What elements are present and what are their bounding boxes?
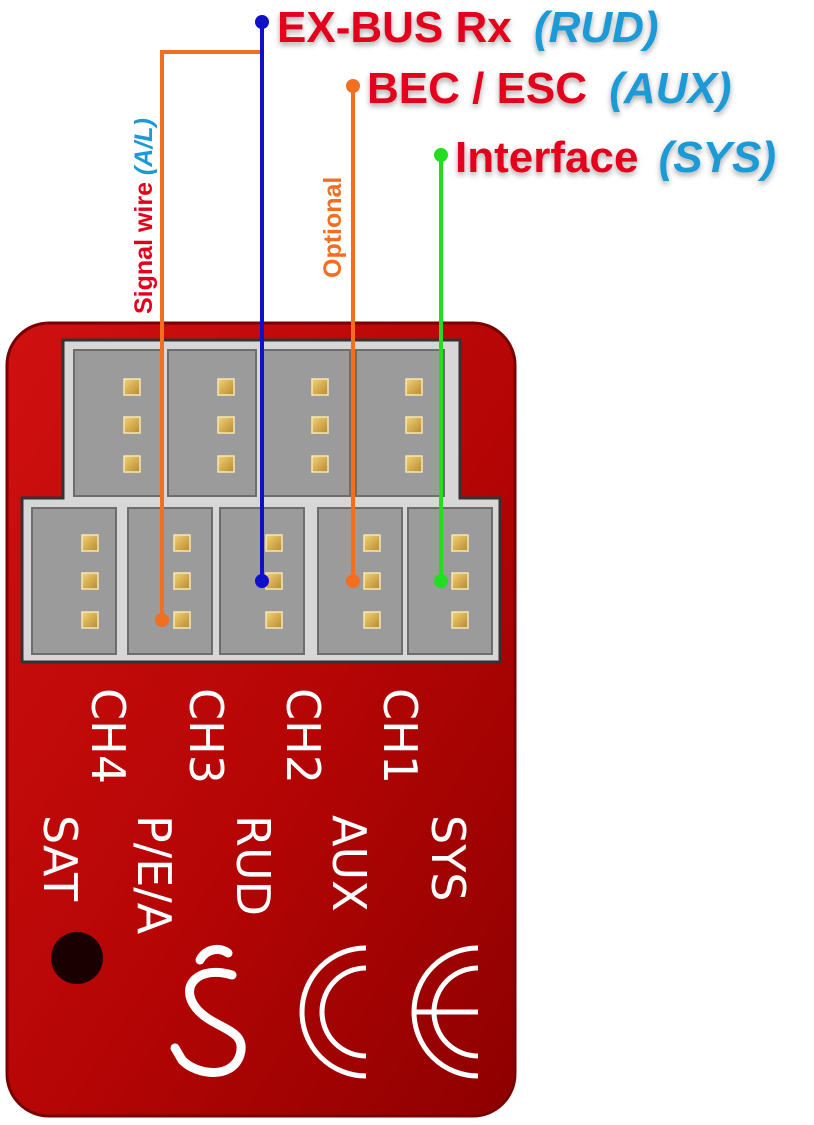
connector-pin [363, 572, 381, 590]
connector-pin [451, 572, 469, 590]
connector-pin [173, 611, 191, 629]
exbus-wire-end-dot [255, 574, 269, 588]
connector-pin [173, 572, 191, 590]
optional-label: Optional [319, 177, 347, 278]
connector-pin [265, 534, 283, 552]
connector-pin [405, 455, 423, 473]
callout-exbus-label: EX-BUS Rx [277, 3, 512, 52]
callout-interface-port: (SYS) [659, 133, 776, 182]
callout-bec-port: (AUX) [609, 64, 731, 113]
interface-wire-top-dot [434, 148, 448, 162]
ce-mark-icon [299, 945, 479, 1079]
connector-pin [217, 455, 235, 473]
signal-wire-label-prefix: Signal wire [130, 175, 158, 314]
port-label-rud: RUD [226, 815, 280, 916]
callout-interface-label: Interface [455, 133, 638, 182]
connector-pin [451, 611, 469, 629]
connector-pin [451, 534, 469, 552]
port-label-aux: AUX [322, 815, 376, 912]
channel-labels: CH4 CH3 CH2 CH1 [81, 688, 427, 784]
bec-wire-end-dot [346, 574, 360, 588]
bottom-connector-2 [127, 507, 213, 655]
connector-pin [123, 455, 141, 473]
top-connector-4 [355, 349, 445, 497]
connector-pin [311, 416, 329, 434]
connector-pin [81, 611, 99, 629]
signal-wire-label: Signal wire (A/L) [130, 118, 158, 314]
channel-label-ch4: CH4 [81, 688, 135, 784]
callout-exbus-port: (RUD) [534, 3, 659, 52]
callouts: EX-BUS Rx (RUD) BEC / ESC (AUX) Interfac… [277, 3, 776, 182]
connector-pin [311, 378, 329, 396]
connector-pin [405, 378, 423, 396]
callout-bec: BEC / ESC (AUX) [367, 64, 731, 113]
connector-pin [173, 534, 191, 552]
port-labels: SAT P/E/A RUD AUX SYS [33, 815, 475, 935]
mounting-hole-icon [51, 932, 103, 984]
callout-exbus: EX-BUS Rx (RUD) [277, 3, 659, 52]
connector-pin [265, 611, 283, 629]
connector-pin [123, 416, 141, 434]
signal-wire-label-port: (A/L) [130, 118, 158, 175]
connector-pin [311, 455, 329, 473]
channel-label-ch2: CH2 [276, 688, 330, 784]
bottom-connector-5 [407, 507, 493, 655]
connector-pin [405, 416, 423, 434]
connector-pin [363, 611, 381, 629]
connector-pin [217, 378, 235, 396]
channel-label-ch1: CH1 [373, 688, 427, 784]
signal-wire-end-dot [155, 613, 169, 627]
connector-pin [81, 534, 99, 552]
connector-pin [363, 534, 381, 552]
callout-bec-label: BEC / ESC [367, 64, 587, 113]
top-connector-row [73, 349, 445, 497]
port-label-sys: SYS [421, 815, 475, 902]
port-label-pea: P/E/A [127, 815, 181, 935]
logo-s-mark-icon [170, 945, 246, 1077]
port-label-sat: SAT [33, 815, 87, 902]
connector-pin [217, 416, 235, 434]
top-connector-2 [167, 349, 257, 497]
interface-wire-end-dot [434, 574, 448, 588]
top-connector-1 [73, 349, 163, 497]
top-connector-3 [261, 349, 351, 497]
signal-wire-orange [160, 50, 262, 620]
connector-pin [123, 378, 141, 396]
connector-pin [81, 572, 99, 590]
callout-interface: Interface (SYS) [455, 133, 776, 182]
bottom-connector-1 [31, 507, 117, 655]
bec-wire-top-dot [346, 79, 360, 93]
wires [155, 15, 448, 627]
channel-label-ch3: CH3 [179, 688, 233, 784]
exbus-wire-top-dot [255, 15, 269, 29]
